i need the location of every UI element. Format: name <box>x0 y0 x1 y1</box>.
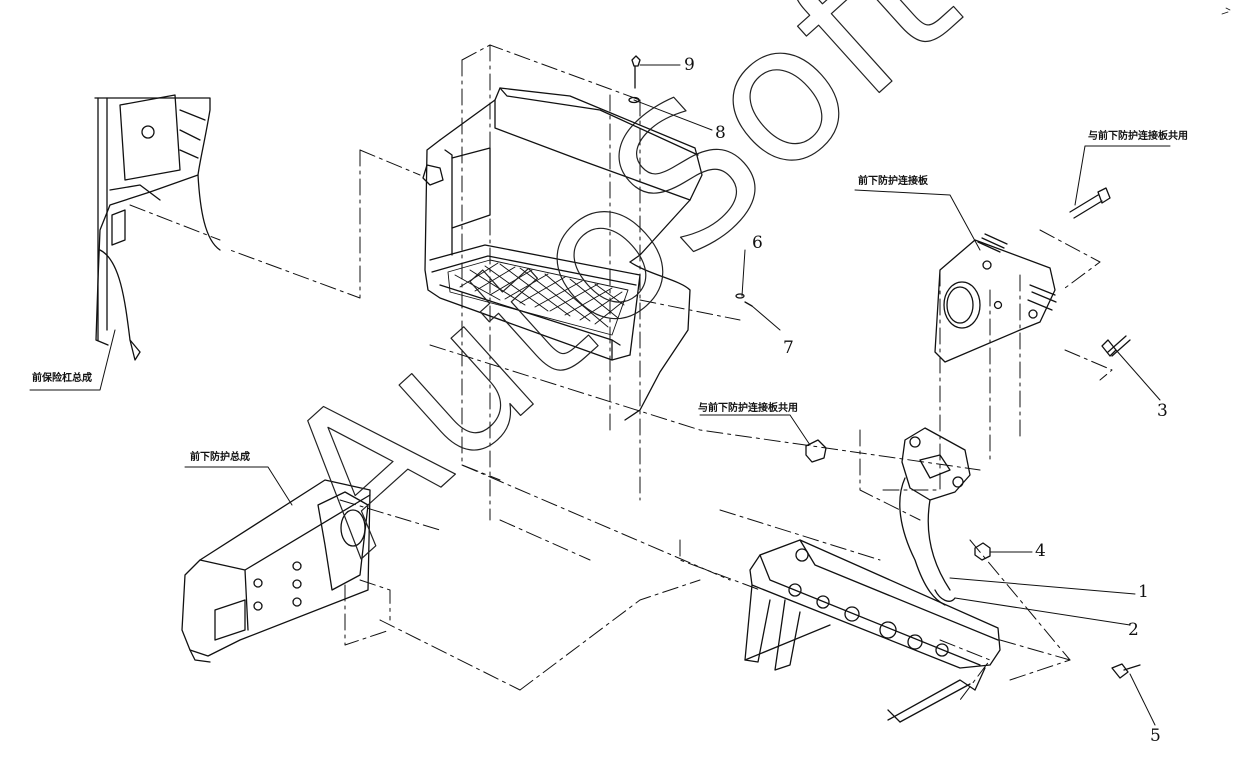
mounting-bracket-part <box>899 427 971 606</box>
callout-2: 2 <box>1128 620 1139 640</box>
note-shared-with-plate-mid: 与前下防护连接板共用 <box>698 403 798 414</box>
callout-6: 6 <box>752 233 763 253</box>
callout-7: 7 <box>783 338 794 358</box>
assembly-lines <box>129 44 1113 701</box>
callout-3: 3 <box>1157 401 1168 421</box>
step-tread-pattern <box>447 259 629 336</box>
callout-5: 5 <box>1150 726 1161 746</box>
cross-member-part <box>744 539 1001 723</box>
note-front-bumper-assembly: 前保险杠总成 <box>32 373 92 384</box>
connecting-plate-part <box>934 233 1057 363</box>
note-shared-with-plate-right: 与前下防护连接板共用 <box>1088 131 1188 142</box>
front-bumper-assembly-part <box>94 94 221 361</box>
note-lower-guard-assembly: 前下防护总成 <box>190 452 250 463</box>
lower-guard-assembly-part <box>181 479 371 663</box>
callout-4: 4 <box>1035 541 1046 561</box>
step-body-part <box>422 87 703 421</box>
note-lower-guard-connecting-plate: 前下防护连接板 <box>858 176 928 187</box>
corner-mark <box>1221 7 1231 15</box>
callout-9: 9 <box>684 55 695 75</box>
callout-8: 8 <box>715 123 726 143</box>
callout-1: 1 <box>1138 582 1149 602</box>
leader-lines <box>29 64 1171 726</box>
